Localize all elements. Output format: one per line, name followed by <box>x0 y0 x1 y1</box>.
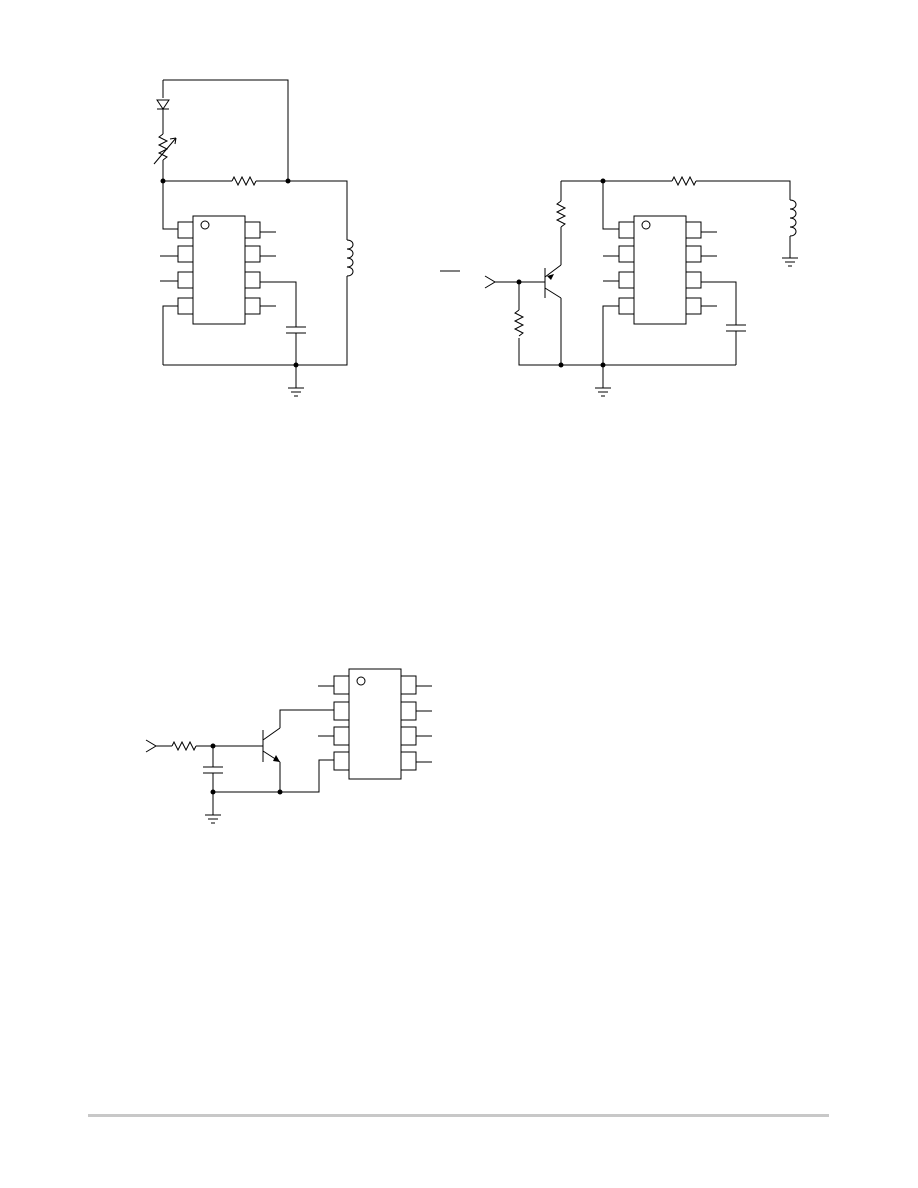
capacitor-symbol <box>286 326 306 334</box>
junction-dot <box>160 178 166 184</box>
circuit-c <box>145 668 432 824</box>
ground-symbol <box>288 387 304 397</box>
resistor-symbol <box>671 175 697 187</box>
wire <box>701 281 737 325</box>
inductor-symbol <box>346 239 354 277</box>
ic-8-pin-dip <box>318 668 432 780</box>
ground-symbol <box>205 814 221 824</box>
wire <box>213 759 334 793</box>
ground-symbol <box>782 257 798 267</box>
junction-dot <box>277 789 283 795</box>
diode-symbol <box>156 99 170 110</box>
wire <box>602 305 619 365</box>
resistor-symbol <box>171 740 197 752</box>
capacitor-symbol <box>203 766 223 774</box>
wire <box>162 305 178 365</box>
wire <box>260 281 297 327</box>
junction-dot <box>285 178 291 184</box>
resistor-symbol <box>231 175 257 187</box>
top-wire <box>163 79 289 181</box>
ic-8-pin-dip <box>603 215 717 325</box>
junction-dot <box>558 362 564 368</box>
variable-resistor-symbol <box>153 133 177 165</box>
capacitor-symbol <box>726 324 746 332</box>
ic-8-pin-dip <box>160 215 276 325</box>
wire <box>602 181 619 230</box>
junction-dot <box>600 362 606 368</box>
junction-dot <box>210 789 216 795</box>
wire <box>696 180 791 200</box>
junction-dot <box>210 743 216 749</box>
wire <box>518 338 736 366</box>
wire <box>256 180 348 240</box>
input-arrow <box>145 739 157 753</box>
inductor-symbol <box>789 199 797 237</box>
footer-rule <box>88 1114 829 1117</box>
npn-transistor-symbol <box>544 264 562 299</box>
circuit-b <box>440 175 798 397</box>
npn-transistor-symbol <box>262 727 281 763</box>
junction-dot <box>600 178 606 184</box>
resistor-symbol <box>555 200 567 228</box>
ground-symbol <box>595 387 611 397</box>
wire <box>279 709 334 728</box>
wire <box>162 181 178 230</box>
input-arrow <box>484 275 496 289</box>
junction-dot <box>293 362 299 368</box>
junction-dot <box>516 279 522 285</box>
wire <box>163 276 348 366</box>
circuit-a <box>153 79 354 397</box>
resistor-symbol <box>513 309 525 337</box>
